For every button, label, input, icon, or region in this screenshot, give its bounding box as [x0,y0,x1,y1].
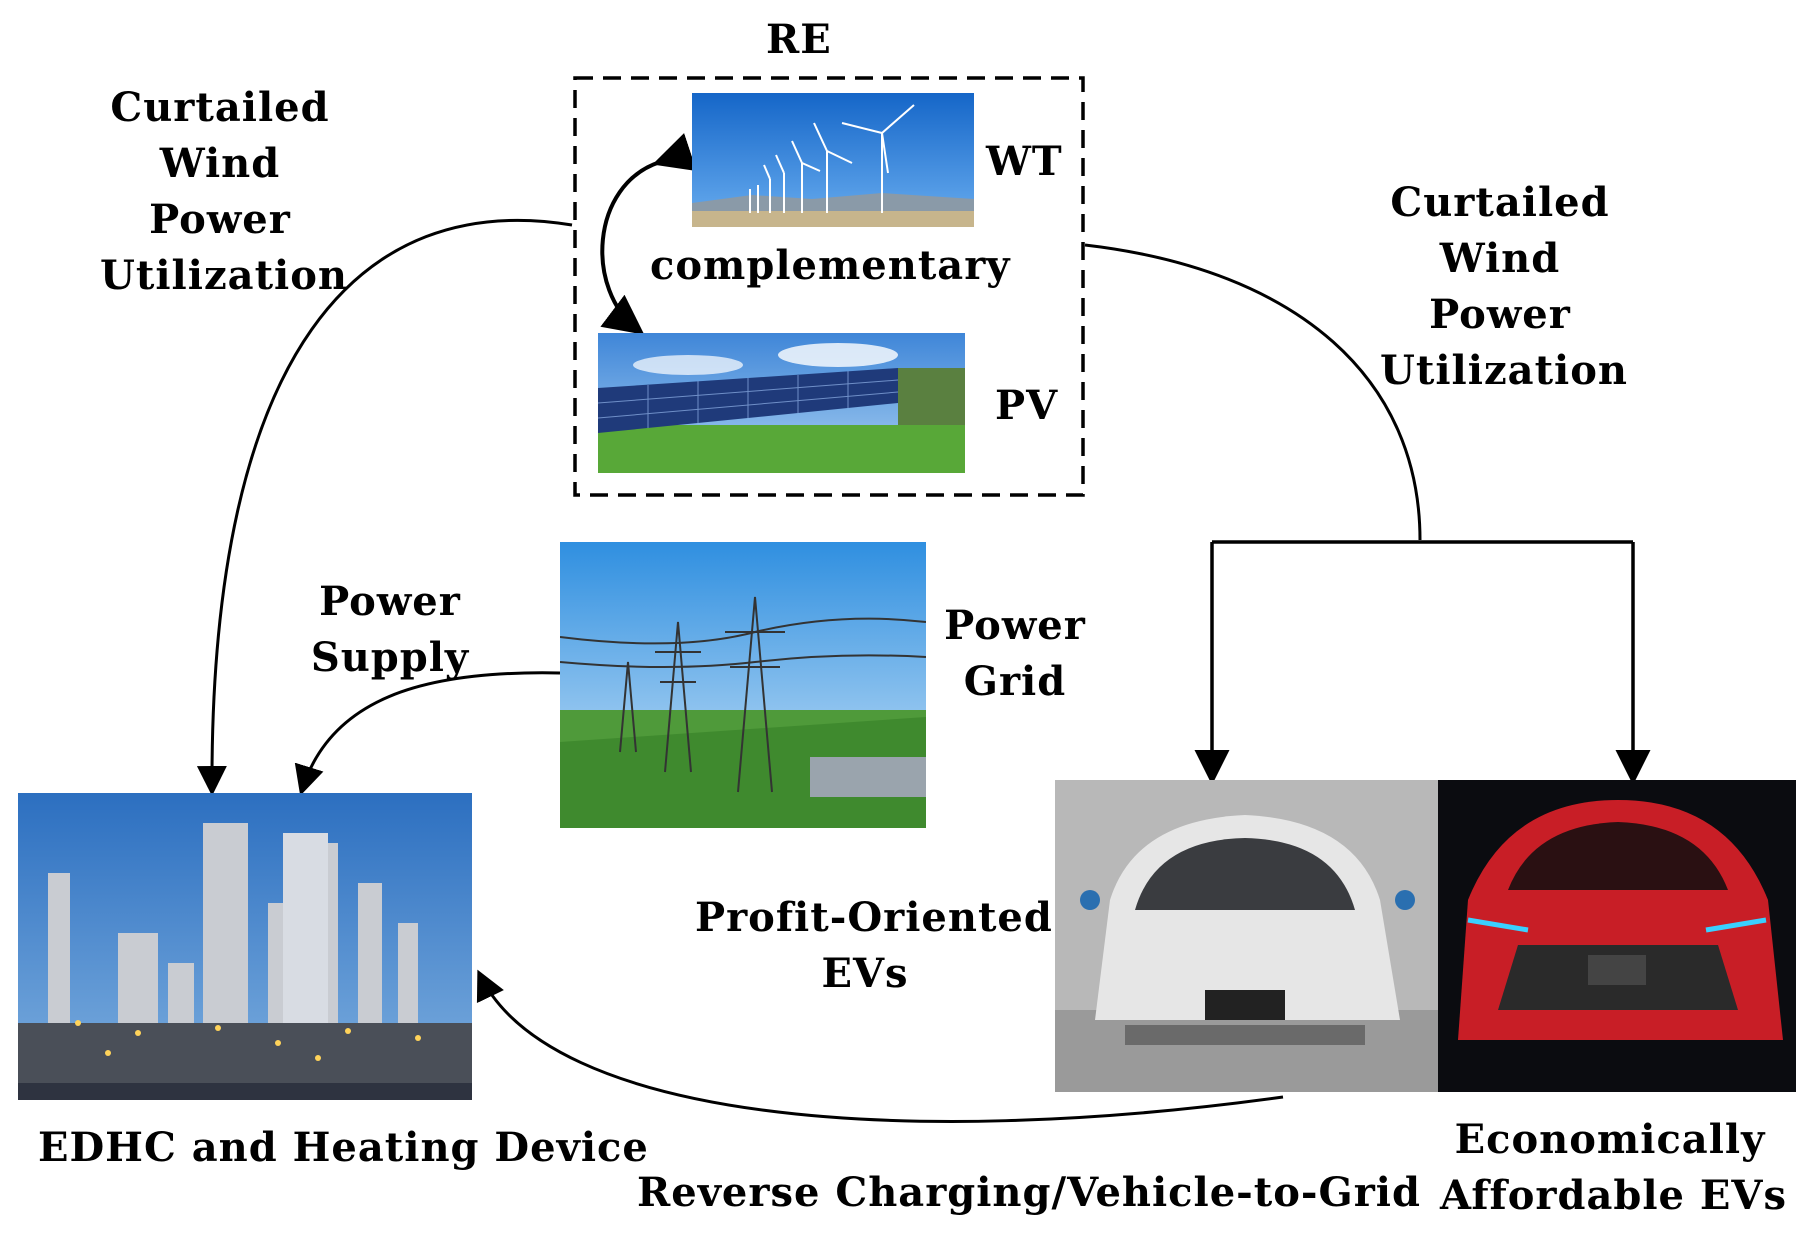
profit-evs-line-1: Profit-Oriented [695,894,1053,941]
economic-evs-line-1: Economically [1454,1116,1766,1163]
curtailed-right-line [1084,243,1422,541]
edhc-label: EDHC and Heating Device [38,1124,649,1171]
white-ev-image [1055,780,1438,1092]
curtailed-left-line-3: Power [149,196,291,243]
curtailed-left-arrow [196,218,573,796]
red-ev-image [1438,780,1796,1092]
curtailed-right-line-1: Curtailed [1390,179,1610,226]
wt-label: WT [986,138,1063,185]
pv-label: PV [995,382,1059,429]
economic-evs-line-2: Affordable EVs [1440,1172,1787,1219]
power-grid-line-2: Grid [963,658,1067,705]
curtailed-right-label: Curtailed Wind Power Utilization [1380,175,1629,399]
profit-evs-line-2: EVs [821,950,909,997]
power-supply-arrow [294,671,561,796]
complementary-arrow [600,132,697,335]
curtailed-left-label: Curtailed Wind Power Utilization [100,80,349,304]
re-group-box [573,76,1085,497]
curtailed-right-line-2: Wind [1439,235,1561,282]
profit-evs-label: Profit-Oriented EVs [695,890,1053,1002]
curtailed-left-line-4: Utilization [100,252,349,299]
power-supply-label: Power Supply [305,574,475,686]
economic-evs-label: Economically Affordable EVs [1440,1112,1787,1224]
industrial-plant-image [18,793,472,1100]
curtailed-right-line-4: Utilization [1380,347,1629,394]
re-label: RE [766,16,832,63]
power-supply-line-2: Supply [310,634,470,681]
power-grid-line-1: Power [944,602,1086,649]
reverse-charging-label: Reverse Charging/Vehicle-to-Grid [637,1169,1421,1216]
curtailed-left-line-2: Wind [159,140,281,187]
complementary-label: complementary [650,242,1011,289]
power-grid-label: Power Grid [940,598,1090,710]
curtailed-left-line-1: Curtailed [110,84,330,131]
curtailed-right-line-3: Power [1429,291,1571,338]
wind-turbine-image [692,93,974,227]
power-grid-image [560,542,926,828]
power-supply-line-1: Power [319,578,461,625]
reverse-charging-arrow [476,969,1284,1123]
solar-panel-image [598,333,965,473]
